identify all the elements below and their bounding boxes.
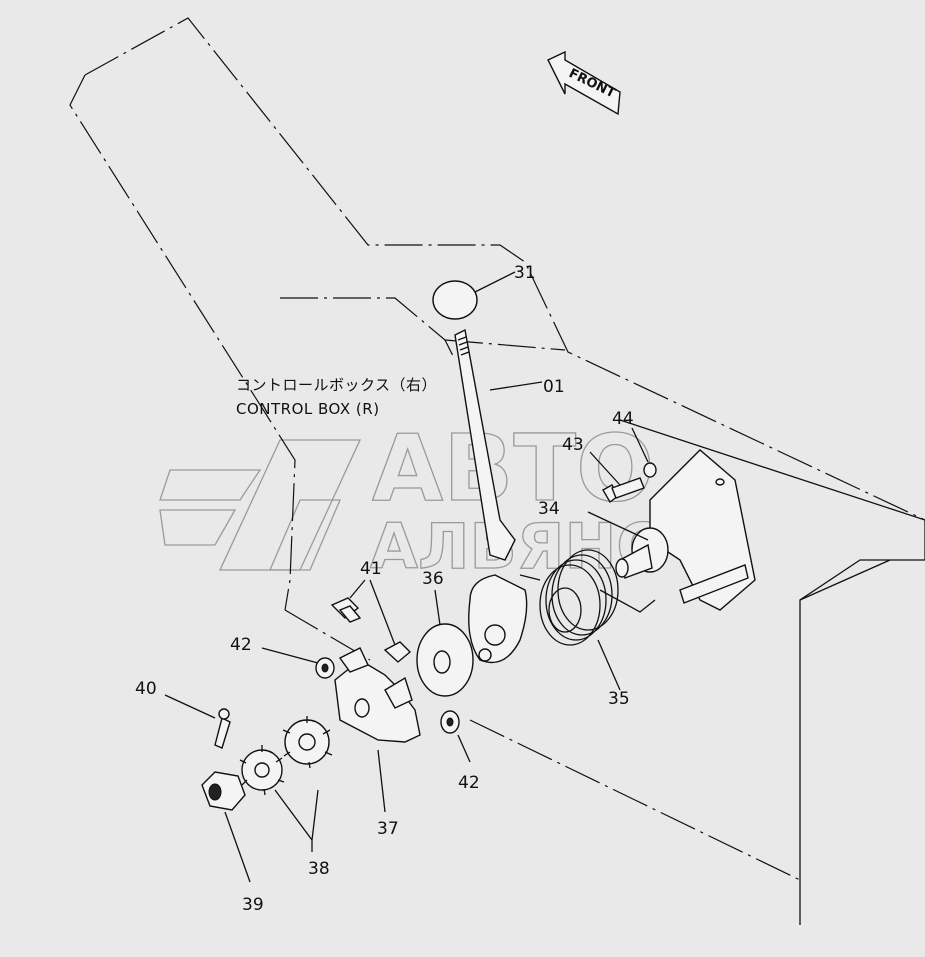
label-44: 44 [612,409,634,429]
star-washer-2-icon [282,716,333,769]
front-direction-arrow: FRONT [547,50,621,116]
label-43: 43 [562,435,584,455]
label-36: 36 [422,569,444,589]
part-36-washer [416,589,474,697]
part-44-washer [631,427,657,478]
label-42-right: 42 [458,773,480,793]
label-40: 40 [135,679,157,699]
part-01-lever [454,328,543,664]
label-42-left: 42 [230,635,252,655]
label-31: 31 [514,263,536,283]
part-42-nut-left [261,647,335,679]
label-38: 38 [308,859,330,879]
label-41: 41 [360,559,382,579]
part-39-hex-nut [201,771,251,883]
label-34: 34 [538,499,560,519]
part-40-cotter-pin [164,694,231,749]
watermark-logo: АВТО АЛЬЯНС [159,414,663,584]
part-35-torsion-spring [519,549,656,691]
watermark-line1: АВТО [372,415,654,522]
watermark-emblem-icon [159,439,362,571]
caption-english: CONTROL BOX (R) [236,400,380,418]
label-39: 39 [242,895,264,915]
label-01: 01 [543,377,565,397]
star-washer-1-icon [239,745,285,796]
part-41-pins [330,579,412,663]
caption-japanese: コントロールボックス（右） [236,376,437,394]
label-37: 37 [377,819,399,839]
part-43-bolt [589,451,645,504]
label-35: 35 [608,689,630,709]
part-31-knob [432,271,516,320]
part-37-plate [334,647,421,813]
watermark-line2: АЛЬЯНС [370,510,662,583]
part-42-nut-right [440,710,471,763]
part-34-bracket [587,449,756,611]
part-38-lock-washers [239,716,333,852]
